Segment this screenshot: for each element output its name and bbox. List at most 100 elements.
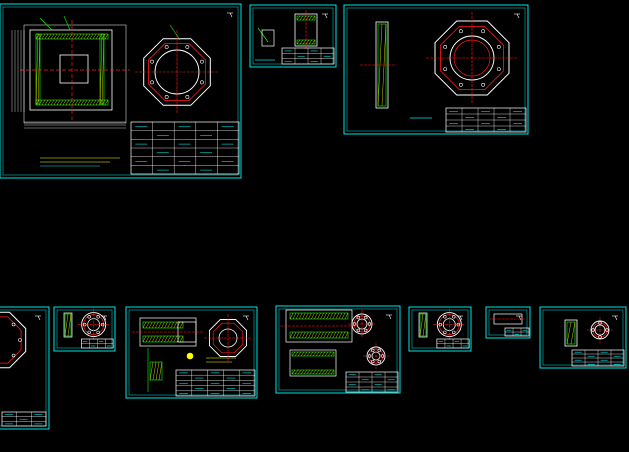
section-hatch-line [35, 33, 39, 105]
bolt-hole-circle [371, 348, 375, 353]
section-hatch-line [74, 99, 79, 106]
roughness-symbol-mark [516, 13, 520, 19]
drawing-sheet-8[interactable] [408, 306, 472, 352]
flange-octagon-inner [0, 316, 22, 364]
section-hatch-line [148, 321, 153, 329]
section-hatch-line [306, 369, 311, 375]
section-hatch-line [324, 369, 329, 375]
section-hatch-line [53, 33, 58, 40]
bolt-hole-circle [377, 359, 381, 364]
section-hatch-line [65, 33, 70, 40]
section-hatch-line [71, 33, 76, 40]
flange-octagon-outer [209, 319, 247, 357]
section-hatch-line [298, 312, 303, 320]
roughness-symbol-mark [103, 315, 107, 321]
drawing-sheet-5[interactable] [53, 306, 116, 352]
title-block [571, 349, 625, 367]
drawing-sheet-2[interactable] [249, 4, 337, 68]
shaft-top-section [142, 321, 184, 329]
bolt-hole-circle [150, 80, 154, 85]
section-hatch-line [145, 321, 150, 329]
bolt-hole-circle [367, 322, 372, 326]
section-hatch-line [303, 351, 308, 357]
section-hatch-line [327, 351, 332, 357]
drawing-sheet-6[interactable] [125, 306, 258, 399]
drawing-sheet-10[interactable] [539, 306, 627, 369]
section-hatch-line [67, 313, 72, 337]
section-hatch-line [298, 331, 303, 339]
section-hatch-line [320, 312, 324, 320]
section-hatch-line [338, 312, 343, 320]
drawing-sheet-3[interactable] [343, 4, 529, 135]
flange-octagon-inner [440, 26, 504, 90]
section-hatch-line [570, 321, 576, 345]
roughness-symbol-mark [518, 315, 522, 321]
sleeve-top-section [289, 312, 349, 320]
section-hatch-line [101, 33, 106, 40]
section-hatch-line [98, 33, 103, 40]
section-hatch-line [99, 33, 103, 105]
section-hatch-line [173, 321, 178, 329]
bolt-hole-circle [496, 45, 501, 49]
bolt-hole-circle [438, 322, 442, 327]
drawing-sheet-4[interactable] [0, 306, 50, 430]
section-hatch-line [323, 331, 327, 339]
section-hatch-line [330, 351, 335, 357]
section-hatch-line [38, 33, 43, 40]
section-hatch-line [89, 33, 94, 40]
bolt-hole-circle [364, 315, 368, 320]
roughness-symbol-mark [388, 314, 392, 320]
bolt-hole-circle [18, 338, 22, 342]
section-hatch-line [311, 15, 316, 21]
section-hatch-line [297, 369, 302, 375]
drawing-sheet-9[interactable] [485, 306, 531, 339]
section-hatch-line [44, 33, 49, 40]
bolt-hole-circle [459, 82, 463, 87]
section-hatch-line [59, 99, 64, 106]
section-hatch-line [149, 361, 154, 381]
section-hatch-line [155, 361, 160, 381]
leader-line [169, 24, 181, 41]
section-hatch-line [167, 335, 171, 343]
section-hatch-line [56, 33, 61, 40]
section-hatch-line [306, 351, 311, 357]
section-hatch-line [164, 335, 168, 343]
section-hatch-line [308, 312, 312, 320]
flange-octagon-outer [434, 20, 510, 96]
section-hatch-line [176, 335, 181, 343]
sheet-outer-frame [53, 306, 116, 352]
section-hatch-line [158, 361, 163, 381]
marker-dot [186, 352, 194, 360]
section-hatch-line [152, 335, 156, 343]
section-hatch-line [89, 99, 94, 106]
sheet-outer-frame [485, 306, 531, 339]
section-hatch-line [92, 99, 97, 106]
section-hatch-line [318, 351, 323, 357]
roughness-symbol-mark [245, 315, 249, 321]
section-hatch-line [179, 335, 184, 343]
section-hatch-line [176, 321, 181, 329]
section-hatch-line [170, 321, 174, 329]
section-hatch-line [50, 99, 55, 106]
section-hatch-line [335, 331, 340, 339]
section-hatch-line [300, 351, 305, 357]
section-hatch-line [311, 39, 316, 45]
section-hatch-line [37, 33, 41, 105]
sheet-inner-frame [278, 308, 398, 391]
section-hatch-line [419, 313, 424, 337]
section-hatch-line [305, 312, 309, 320]
section-hatch-line [294, 369, 299, 375]
section-hatch-line [179, 321, 184, 329]
drawing-sheet-7[interactable] [275, 305, 401, 394]
drawing-sheet-1[interactable] [0, 3, 242, 179]
sheet-inner-frame [128, 309, 255, 396]
sheet-outer-frame [275, 305, 401, 394]
bolt-hole-circle [200, 59, 204, 64]
section-hatch-line [311, 331, 315, 339]
section-hatch-line [329, 331, 333, 339]
bolt-hole-circle [100, 322, 105, 327]
bolt-hole-circle [200, 80, 204, 85]
drawing-sheets-layer [0, 3, 627, 430]
